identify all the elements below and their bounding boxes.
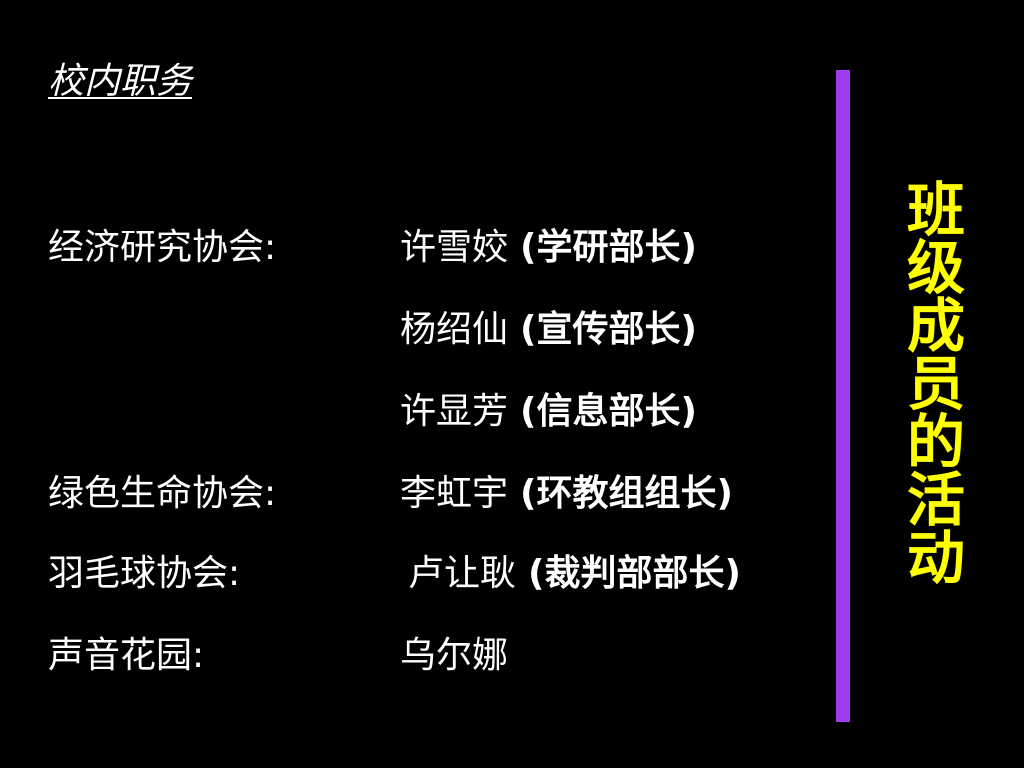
list-item: 声音花园: 乌尔娜 <box>48 630 838 682</box>
member-role: (信息部长) <box>520 391 697 432</box>
member-name: 杨绍仙 <box>400 309 509 350</box>
list-item: 许显芳 (信息部长) <box>48 386 838 438</box>
list-item: 绿色生命协会: 李虹宇 (环教组组长) <box>48 468 838 520</box>
divider-bar <box>836 70 850 722</box>
member-entry: 许显芳 (信息部长) <box>400 386 697 438</box>
member-role: (裁判部部长) <box>528 553 741 594</box>
organization-name: 绿色生命协会: <box>48 473 277 514</box>
organization-name: 羽毛球协会: <box>48 553 241 594</box>
member-entry: 乌尔娜 <box>400 630 520 682</box>
member-name: 李虹宇 <box>400 473 509 514</box>
member-role: (学研部长) <box>520 227 697 268</box>
organization-name: 声音花园: <box>48 635 205 676</box>
slide-title: 班级成员的活动 <box>897 179 965 585</box>
member-entry: 许雪姣 (学研部长) <box>400 222 697 274</box>
list-item: 杨绍仙 (宣传部长) <box>48 304 838 356</box>
member-entry: 杨绍仙 (宣传部长) <box>400 304 697 356</box>
member-role: (宣传部长) <box>520 309 697 350</box>
member-entry: 卢让耿 (裁判部部长) <box>408 548 741 600</box>
organization-name: 经济研究协会: <box>48 227 277 268</box>
section-heading: 校内职务 <box>48 61 193 102</box>
member-name: 乌尔娜 <box>400 635 509 676</box>
member-name: 卢让耿 <box>408 553 517 594</box>
member-name: 许显芳 <box>400 391 509 432</box>
list-item: 经济研究协会: 许雪姣 (学研部长) <box>48 222 838 274</box>
member-name: 许雪姣 <box>400 227 509 268</box>
member-role: (环教组组长) <box>520 473 733 514</box>
list-item: 羽毛球协会: 卢让耿 (裁判部部长) <box>48 548 838 600</box>
member-entry: 李虹宇 (环教组组长) <box>400 468 733 520</box>
